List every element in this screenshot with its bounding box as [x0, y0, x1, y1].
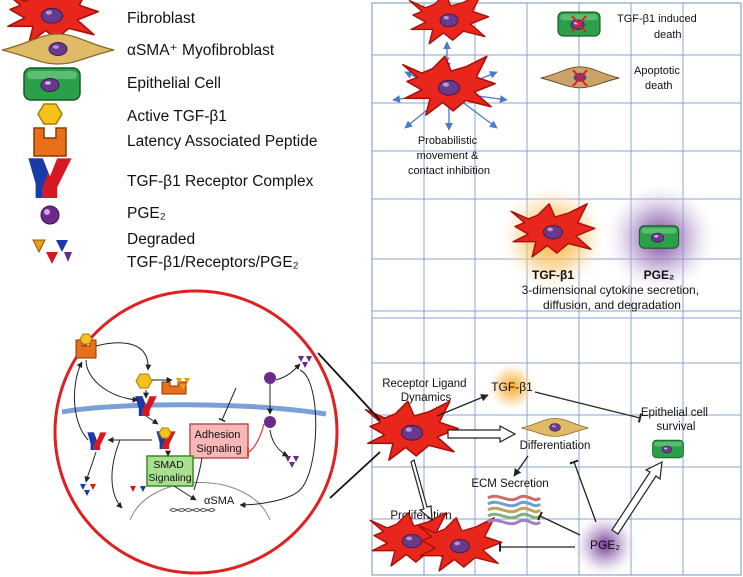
smad-label-1: SMAD [153, 459, 184, 471]
svg-text:TGF-β1 induced death: TGF-β1 induced death [617, 13, 700, 41]
pge2-secreting-epithelial [638, 225, 680, 249]
svg-text:Receptor Ligand Dynamics: Receptor Ligand Dynamics [382, 378, 470, 404]
svg-text:Apoptotic death: Apoptotic death [634, 65, 683, 92]
svg-text:SMAD Signaling: SMAD Signaling [148, 459, 191, 484]
network-arrows [410, 391, 663, 552]
receptor-ligand-label-1: Receptor Ligand [382, 378, 466, 390]
legend-pge2-icon [40, 205, 60, 225]
zoom-lines [317, 352, 381, 499]
cell-membrane [61, 402, 327, 417]
legend-label-fibroblast: Fibroblast [127, 10, 196, 27]
signaling-arrows [74, 342, 317, 509]
legend-label-degraded-1: Degraded [127, 231, 196, 248]
pge2-extracellular-icon [264, 372, 276, 384]
epithelial-survival-label-2: survival [657, 421, 696, 433]
pge2-secretion-label: PGE₂ [644, 268, 675, 282]
bound-tgf-icon [158, 427, 172, 439]
tgf-network-glow [488, 363, 536, 411]
adhesion-signaling-box [189, 423, 249, 459]
epithelial-survival-label-1: Epithelial cell [641, 407, 708, 419]
network-epithelial [652, 439, 684, 459]
latent-tgf-icon [79, 333, 93, 345]
apoptotic-label: Apoptotic [634, 65, 680, 77]
legend-tgf-icon [37, 103, 63, 125]
network-tgf-label: TGF-β1 [491, 380, 533, 394]
legend-myofibroblast-icon [1, 33, 115, 65]
svg-text:3-dimensional cytokine secreti: 3-dimensional cytokine secretion, diffus… [522, 283, 703, 312]
legend-receptor-icon [28, 158, 72, 198]
legend-label-active-tgf: Active TGF-β1 [127, 108, 227, 125]
legend-epithelial-icon [23, 67, 81, 101]
legend-label-pge2: PGE₂ [127, 205, 166, 222]
legend-label-myofibroblast: αSMA⁺ Myofibroblast [127, 42, 275, 59]
pge2-inhibition-arrow [246, 423, 265, 457]
receptor-ligand-label-2: Dynamics [401, 392, 452, 404]
ecm-fibers-icon [487, 494, 542, 526]
smad-signaling-box [146, 455, 194, 487]
legend-label-degraded-2: TGF-β1/Receptors/PGE₂ [127, 254, 299, 271]
movement-label-1: Probabilistic [418, 135, 478, 147]
movement-label-2: movement & [417, 150, 479, 162]
apoptosis-cross-icon [572, 69, 588, 87]
differentiation-label: Differentiation [520, 440, 591, 452]
smad-label-2: Signaling [148, 472, 191, 484]
legend-lap-icon [33, 127, 67, 157]
apoptotic-label-2: death [645, 80, 673, 92]
svg-text:Probabilistic movement &: Probabilistic movement & contact inhibit… [408, 135, 490, 177]
legend-label-lap: Latency Associated Peptide [127, 133, 318, 150]
death-cross-icon [571, 15, 587, 33]
degraded-tgf-icon [176, 378, 190, 390]
svg-text:Epithelial cell survival: Epithelial cell survival [641, 407, 711, 433]
tgf-death-label: TGF-β1 induced [617, 13, 697, 25]
secretion-label-2: diffusion, and degradation [543, 298, 681, 312]
degraded-pge2-icon [285, 356, 312, 468]
adhesion-label-1: Adhesion [195, 429, 241, 441]
secretion-label-1: 3-dimensional cytokine secretion, [522, 283, 699, 297]
network-pge2-label: PGE₂ [590, 538, 620, 552]
tgf-death-label-2: death [654, 29, 682, 41]
tgf-secretion-label: TGF-β1 [532, 268, 574, 282]
dna-icon [169, 508, 216, 512]
active-tgf-icon [135, 373, 153, 389]
legend-label-receptor: TGF-β1 Receptor Complex [127, 173, 314, 190]
legend-degraded-icon [32, 239, 72, 264]
degraded-receptors-icon [80, 484, 146, 496]
ecm-label: ECM Secretion [471, 478, 548, 490]
adhesion-label-2: Signaling [196, 443, 241, 455]
legend-label-epithelial: Epithelial Cell [127, 75, 221, 92]
pge2-intracellular-icon [264, 416, 276, 428]
asma-label: αSMA [204, 495, 235, 507]
svg-text:Adhesion Signaling: Adhesion Signaling [195, 429, 244, 455]
movement-label-3: contact inhibition [408, 165, 490, 177]
